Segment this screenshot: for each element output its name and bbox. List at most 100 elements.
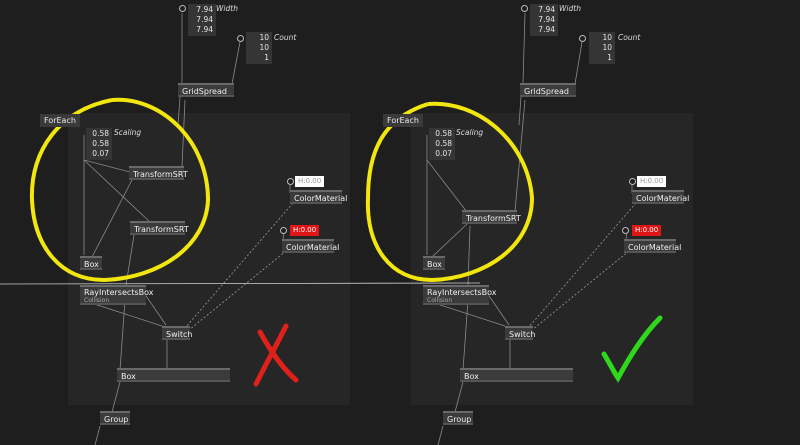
- right-box-node-small[interactable]: Box: [423, 256, 445, 270]
- right-color-h-white[interactable]: H:0.00: [637, 176, 667, 187]
- wire: [437, 425, 444, 445]
- wire: [574, 41, 583, 85]
- wire: [111, 381, 121, 413]
- value-cell[interactable]: 0.07: [435, 149, 452, 158]
- value-cell[interactable]: 7.94: [538, 15, 555, 24]
- left-colormaterial-node-1[interactable]: ColorMaterial: [290, 190, 347, 204]
- value-cell[interactable]: 7.94: [538, 25, 555, 34]
- wire: [188, 250, 287, 331]
- right-colormaterial-pin-2[interactable]: [622, 227, 629, 234]
- left-colormaterial-pin-2[interactable]: [280, 227, 287, 234]
- wire: [484, 289, 510, 326]
- value-cell[interactable]: 0.07: [92, 149, 109, 158]
- wire: [119, 299, 126, 371]
- left-dashed-wires: [184, 202, 294, 331]
- value-cell[interactable]: 0.58: [92, 139, 109, 148]
- wire: [231, 41, 241, 85]
- red-cross-mark: [257, 329, 299, 383]
- right-rayintersectsbox-node[interactable]: RayIntersectsBox Collision: [423, 285, 496, 305]
- wire: [426, 159, 468, 213]
- wire: [184, 202, 294, 329]
- right-group-node[interactable]: Group: [443, 411, 473, 425]
- left-colormaterial-node-2[interactable]: ColorMaterial: [282, 239, 339, 253]
- left-transformsrt-node-2[interactable]: TransformSRT: [130, 221, 189, 235]
- value-cell[interactable]: 1: [607, 53, 612, 62]
- left-scaling-values[interactable]: 0.58 0.58 0.07: [86, 128, 112, 160]
- right-highlight-circle: [365, 101, 535, 283]
- wire: [177, 96, 181, 126]
- left-colormaterial-pin-1[interactable]: [287, 178, 294, 185]
- left-highlight-circle: [29, 97, 211, 283]
- right-foreach-region: [411, 113, 693, 405]
- value-cell[interactable]: 7.94: [196, 15, 213, 24]
- left-switch-node[interactable]: Switch: [162, 326, 192, 340]
- left-color-h-red[interactable]: H:0.00: [290, 225, 320, 236]
- left-color-h-white[interactable]: H:0.00: [295, 176, 325, 187]
- right-count-label: Count: [618, 33, 641, 42]
- ray-subtitle: Collision: [427, 297, 453, 304]
- left-count-values[interactable]: 10 10 1: [246, 32, 272, 64]
- right-colormaterial-node-1[interactable]: ColorMaterial: [632, 190, 689, 204]
- right-switch-node[interactable]: Switch: [505, 326, 535, 340]
- right-scaling-label: Scaling: [456, 128, 484, 137]
- left-rayintersectsbox-node[interactable]: RayIntersectsBox Collision: [80, 285, 153, 305]
- value-cell[interactable]: 10: [602, 43, 612, 52]
- left-scaling-label: Scaling: [114, 128, 142, 137]
- value-cell[interactable]: 0.58: [92, 129, 109, 138]
- value-cell[interactable]: 10: [602, 33, 612, 42]
- wire: [462, 299, 469, 371]
- right-width-label: Width: [559, 4, 581, 13]
- wire: [83, 159, 151, 223]
- left-width-label: Width: [216, 4, 238, 13]
- right-width-values[interactable]: 7.94 7.94 7.94: [530, 4, 558, 36]
- wire: [91, 179, 133, 258]
- left-width-pin[interactable]: [179, 5, 186, 12]
- left-box-node-small[interactable]: Box: [80, 256, 102, 270]
- value-cell[interactable]: 7.94: [196, 5, 213, 14]
- right-gridspread-node[interactable]: GridSpread: [520, 83, 576, 97]
- value-cell[interactable]: 10: [259, 43, 269, 52]
- value-cell[interactable]: 0.58: [435, 139, 452, 148]
- right-count-pin[interactable]: [579, 35, 586, 42]
- left-foreach-tag[interactable]: ForEach: [40, 114, 80, 127]
- ray-title: RayIntersectsBox: [427, 288, 497, 297]
- right-colormaterial-node-2[interactable]: ColorMaterial: [624, 239, 681, 253]
- red-cross-mark-stroke2: [253, 323, 289, 387]
- left-count-pin[interactable]: [237, 35, 244, 42]
- value-cell[interactable]: 10: [259, 33, 269, 42]
- right-colormaterial-pin-1[interactable]: [629, 178, 636, 185]
- value-cell[interactable]: 7.94: [196, 25, 213, 34]
- right-color-h-red[interactable]: H:0.00: [632, 225, 662, 236]
- divider-line: [0, 282, 481, 285]
- left-count-label: Count: [274, 33, 297, 42]
- right-box-node-big[interactable]: Box: [460, 368, 573, 382]
- right-dashed-wires: [527, 202, 637, 331]
- wire: [431, 223, 468, 258]
- left-width-values[interactable]: 7.94 7.94 7.94: [188, 4, 216, 36]
- right-foreach-tag[interactable]: ForEach: [383, 114, 423, 127]
- wire: [83, 159, 131, 173]
- left-box-node-big[interactable]: Box: [117, 368, 230, 382]
- right-width-pin[interactable]: [521, 5, 528, 12]
- left-wires: [81, 13, 291, 445]
- ray-title: RayIntersectsBox: [84, 288, 154, 297]
- wire: [94, 425, 101, 445]
- green-check-mark: [601, 315, 663, 383]
- left-group-node[interactable]: Group: [100, 411, 130, 425]
- right-count-values[interactable]: 10 10 1: [589, 32, 615, 64]
- wire: [141, 289, 167, 326]
- wire: [454, 381, 464, 413]
- value-cell[interactable]: 0.58: [435, 129, 452, 138]
- value-cell[interactable]: 1: [264, 53, 269, 62]
- left-transformsrt-node-1[interactable]: TransformSRT: [129, 166, 188, 180]
- ray-subtitle: Collision: [84, 297, 110, 304]
- wire: [527, 202, 637, 329]
- value-cell[interactable]: 7.94: [538, 5, 555, 14]
- wire: [522, 12, 526, 84]
- right-scaling-values[interactable]: 0.58 0.58 0.07: [429, 128, 455, 160]
- left-gridspread-node[interactable]: GridSpread: [178, 83, 234, 97]
- left-foreach-region: [68, 113, 350, 405]
- right-transformsrt-node[interactable]: TransformSRT: [462, 210, 521, 224]
- wire: [531, 250, 630, 331]
